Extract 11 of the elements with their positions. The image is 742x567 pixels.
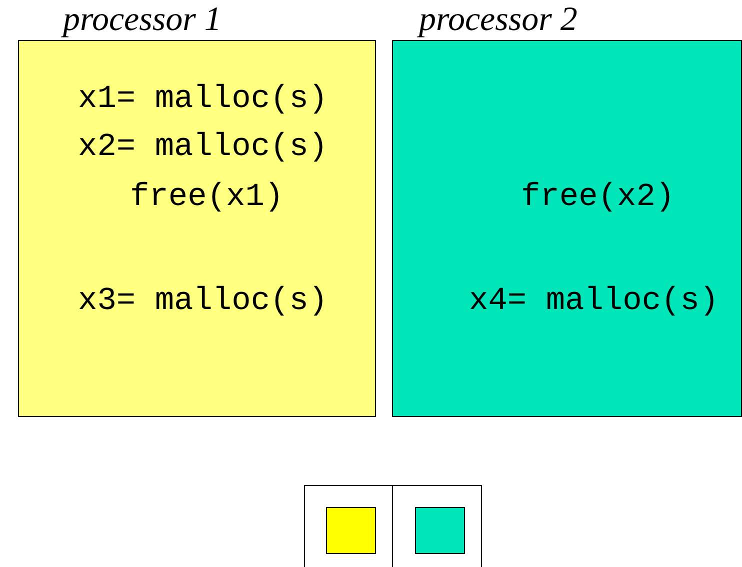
color-square xyxy=(326,507,376,554)
panel-title: processor 2 xyxy=(419,1,578,39)
code-line: x2= malloc(s) xyxy=(78,128,328,166)
code-line: x4= malloc(s) xyxy=(469,282,719,320)
panel-title: processor 1 xyxy=(63,1,222,39)
code-line: x3= malloc(s) xyxy=(78,282,328,320)
color-square xyxy=(415,507,465,554)
code-line: free(x1) xyxy=(130,178,284,216)
code-line: free(x2) xyxy=(521,178,675,216)
code-line: x1= malloc(s) xyxy=(78,80,328,118)
swatch-frame xyxy=(304,485,482,567)
